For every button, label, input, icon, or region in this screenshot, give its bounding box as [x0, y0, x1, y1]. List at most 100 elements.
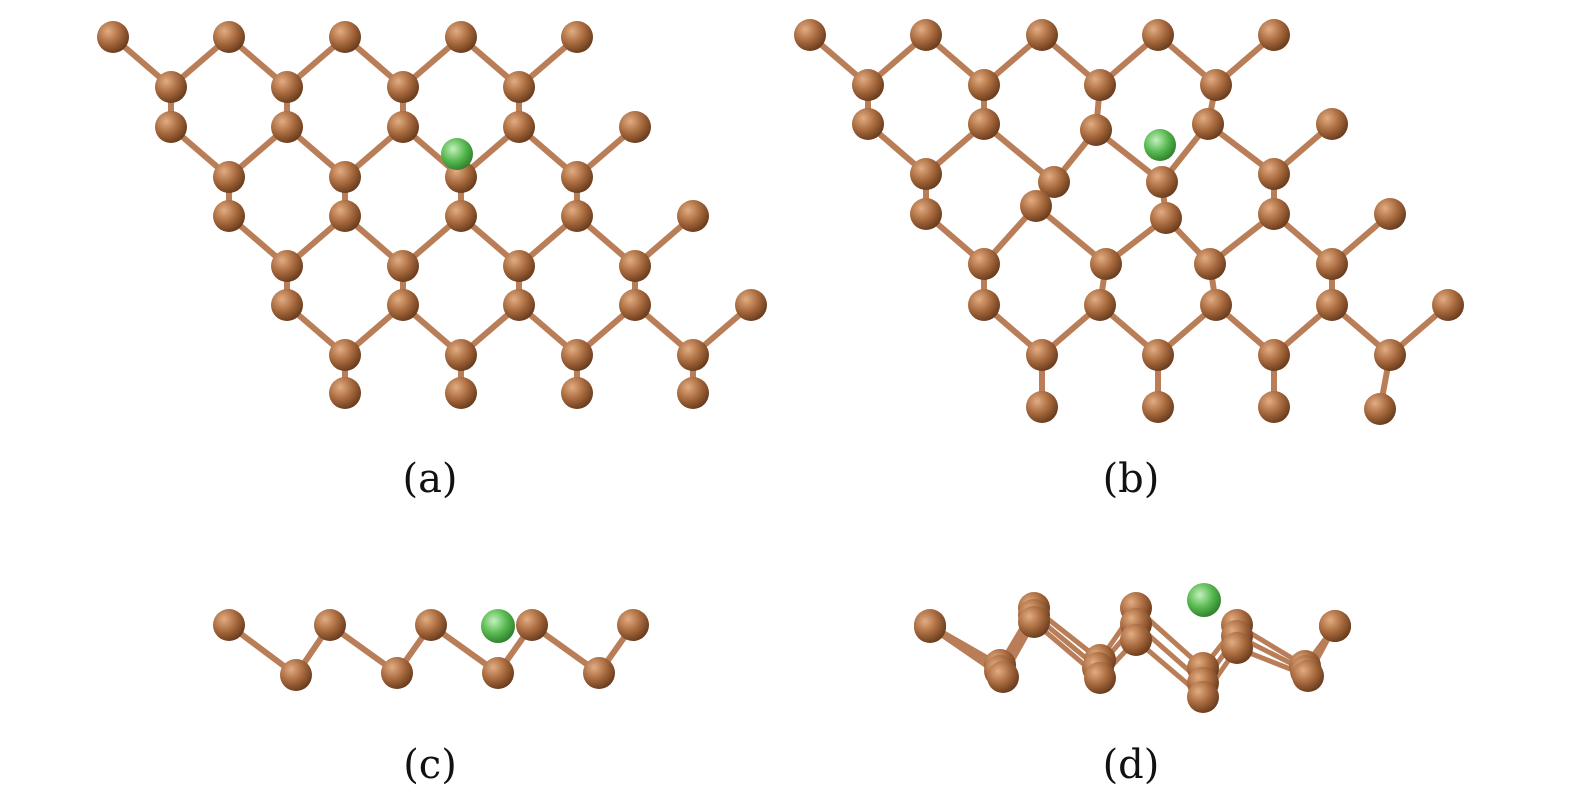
atom: [329, 161, 361, 193]
atom: [329, 200, 361, 232]
atom: [387, 71, 419, 103]
atom: [155, 71, 187, 103]
atom: [271, 289, 303, 321]
atom: [1258, 391, 1290, 423]
atom: [619, 111, 651, 143]
atom: [271, 71, 303, 103]
atom: [445, 21, 477, 53]
atom: [271, 111, 303, 143]
atom: [482, 657, 514, 689]
atom: [561, 339, 593, 371]
atom: [1084, 289, 1116, 321]
adatom: [481, 609, 515, 643]
atom: [1258, 19, 1290, 51]
atom: [329, 339, 361, 371]
atom: [280, 659, 312, 691]
atom: [503, 71, 535, 103]
atom: [735, 289, 767, 321]
atom: [910, 19, 942, 51]
atom: [677, 377, 709, 409]
atom: [1080, 114, 1112, 146]
atom: [329, 377, 361, 409]
atom: [583, 657, 615, 689]
atom: [1374, 339, 1406, 371]
atom: [1018, 606, 1050, 638]
atom: [213, 161, 245, 193]
atom: [617, 609, 649, 641]
atom: [1200, 69, 1232, 101]
atom: [968, 69, 1000, 101]
atom: [387, 289, 419, 321]
atom: [381, 657, 413, 689]
atom: [1026, 19, 1058, 51]
atom: [1142, 339, 1174, 371]
atom: [387, 111, 419, 143]
atom: [561, 200, 593, 232]
atom: [910, 158, 942, 190]
caption-a: (a): [402, 456, 457, 502]
atom: [561, 161, 593, 193]
atom: [561, 21, 593, 53]
atom: [852, 69, 884, 101]
atom: [1258, 339, 1290, 371]
atom: [1319, 610, 1351, 642]
atom: [445, 200, 477, 232]
atom: [1432, 289, 1464, 321]
atom: [794, 19, 826, 51]
atom: [1120, 624, 1152, 656]
atom: [516, 609, 548, 641]
atom: [1187, 681, 1219, 713]
caption-b: (b): [1103, 456, 1160, 502]
atom: [968, 248, 1000, 280]
atom: [561, 377, 593, 409]
atom: [1364, 393, 1396, 425]
panel-a-top-view: [97, 21, 767, 409]
adatom: [1144, 129, 1176, 161]
atom: [387, 250, 419, 282]
atom: [968, 289, 1000, 321]
atom: [1084, 69, 1116, 101]
caption-d: (d): [1103, 742, 1160, 788]
atom: [1316, 248, 1348, 280]
atom: [155, 111, 187, 143]
atom: [97, 21, 129, 53]
atom: [503, 250, 535, 282]
atom: [1026, 339, 1058, 371]
atom: [1084, 662, 1116, 694]
atom: [1292, 660, 1324, 692]
atom: [1150, 202, 1182, 234]
atom: [329, 21, 361, 53]
atom: [968, 108, 1000, 140]
atom: [1258, 158, 1290, 190]
atom: [1200, 289, 1232, 321]
atom: [1038, 166, 1070, 198]
atom: [852, 108, 884, 140]
atom: [1090, 248, 1122, 280]
atom: [314, 609, 346, 641]
atom: [213, 200, 245, 232]
atom: [1142, 19, 1174, 51]
atom: [1221, 632, 1253, 664]
atom: [415, 609, 447, 641]
atom: [1192, 108, 1224, 140]
atom: [1020, 190, 1052, 222]
atom: [213, 609, 245, 641]
atom: [213, 21, 245, 53]
adatom: [441, 138, 473, 170]
atom: [503, 289, 535, 321]
atom: [987, 661, 1019, 693]
atom: [503, 111, 535, 143]
atom: [910, 198, 942, 230]
atom: [1374, 198, 1406, 230]
atom: [1142, 391, 1174, 423]
atom: [271, 250, 303, 282]
panel-b-top-view-relaxed: [794, 19, 1464, 425]
adatom: [1187, 583, 1221, 617]
panel-c-side-view: [213, 609, 649, 691]
atom: [445, 377, 477, 409]
atom: [619, 250, 651, 282]
atom: [677, 200, 709, 232]
atom: [619, 289, 651, 321]
panel-d-side-view-relaxed: [914, 583, 1351, 713]
